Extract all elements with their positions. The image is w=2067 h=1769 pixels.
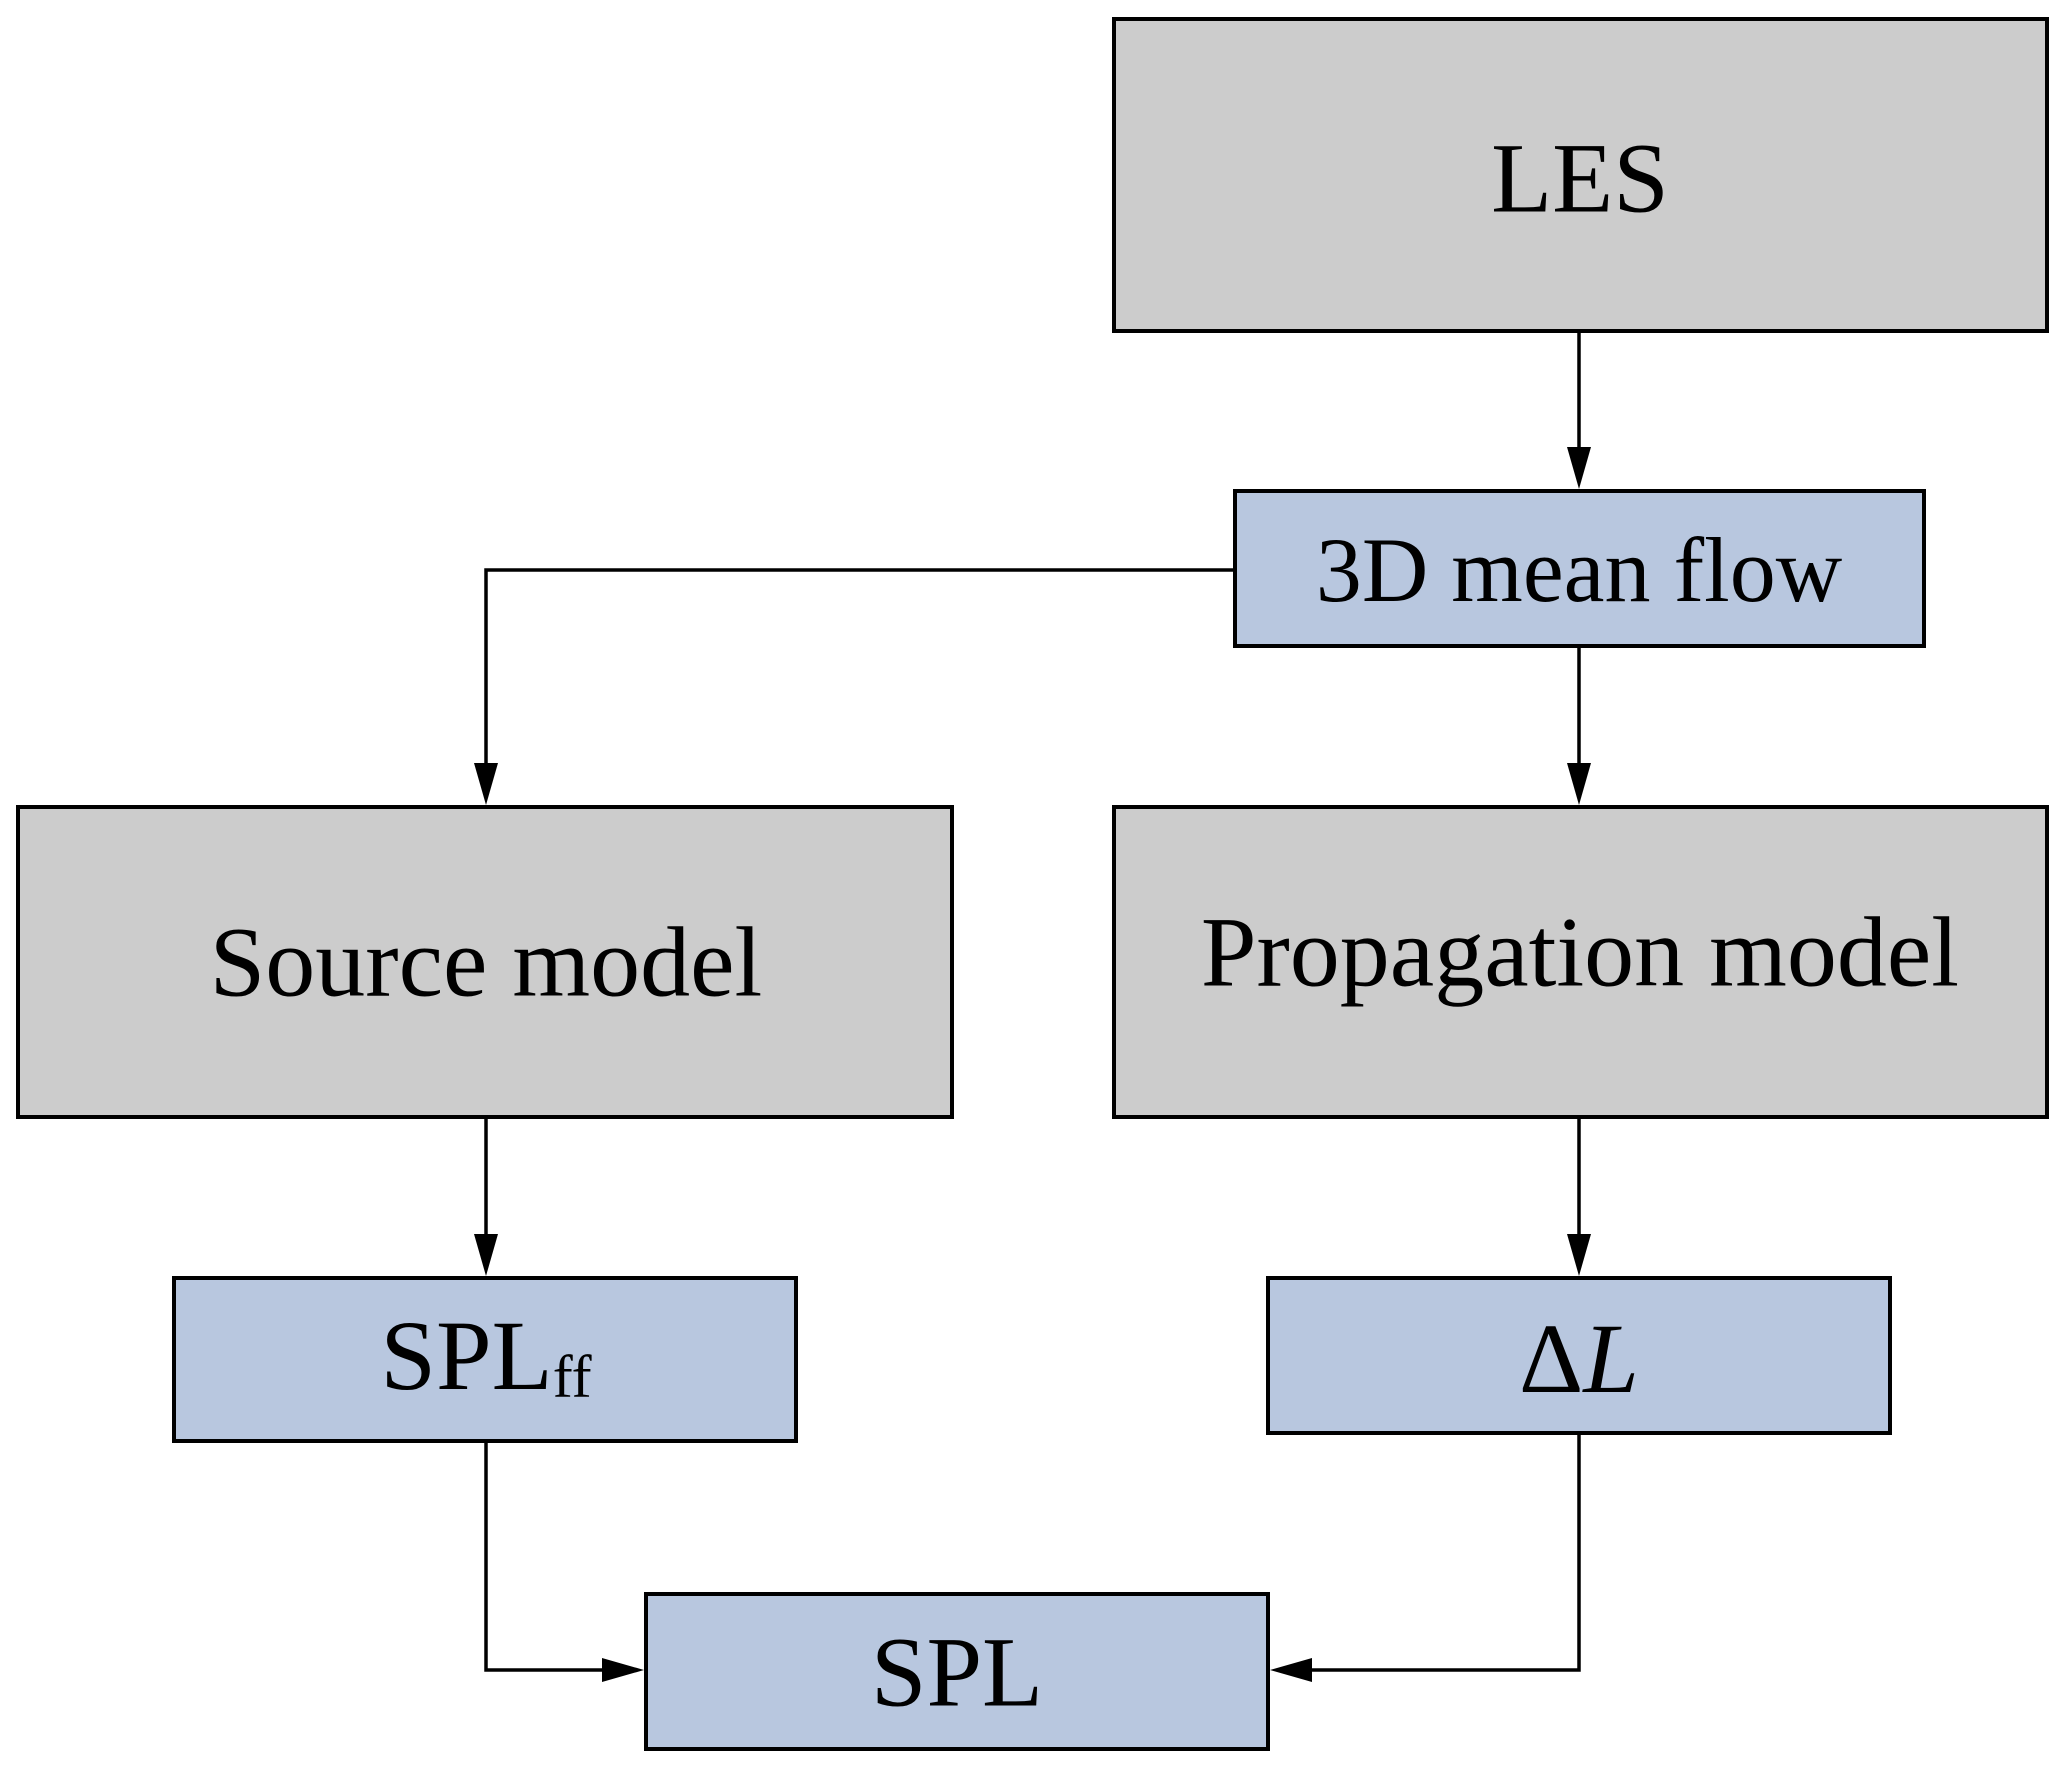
- source-model-label: Source model: [210, 907, 763, 1018]
- mean-flow-box: [1233, 489, 1926, 648]
- spl-ff-subscript: ff: [553, 1344, 592, 1410]
- arrowhead-spl-right: [1270, 1658, 1312, 1682]
- spl-ff-box: [172, 1276, 798, 1443]
- node-spl-ff: SPLff: [172, 1276, 798, 1443]
- node-source-model: Source model: [16, 805, 954, 1119]
- node-delta-l: ΔL: [1266, 1276, 1892, 1435]
- arrowhead-source-model: [474, 763, 498, 805]
- delta-l-variable: L: [1581, 1303, 1639, 1414]
- les-label: LES: [1491, 123, 1669, 234]
- delta-l-box: [1266, 1276, 1892, 1435]
- arrowhead-spl-left: [602, 1658, 644, 1682]
- arrowhead-spl-ff: [474, 1234, 498, 1276]
- node-spl: SPL: [644, 1592, 1270, 1751]
- propagation-model-label: Propagation model: [1201, 897, 1959, 1008]
- les-box: [1112, 17, 2049, 333]
- mean-flow-label: 3D mean flow: [1316, 519, 1843, 621]
- node-propagation-model: Propagation model: [1112, 805, 2049, 1119]
- spl-box: [644, 1592, 1270, 1751]
- arrowhead-mean-flow: [1567, 447, 1591, 489]
- node-les: LES: [1112, 17, 2049, 333]
- arrowhead-propagation-model: [1567, 763, 1591, 805]
- edge-mean-flow-to-source-model: [484, 568, 1235, 786]
- propagation-model-box: [1112, 805, 2049, 1119]
- node-mean-flow: 3D mean flow: [1233, 489, 1926, 648]
- spl-ff-main: SPL: [380, 1300, 552, 1411]
- spl-ff-label: SPLff: [380, 1300, 591, 1411]
- spl-label: SPL: [871, 1617, 1043, 1728]
- connectors: [474, 331, 1591, 1682]
- arrowhead-delta-l: [1567, 1234, 1591, 1276]
- edge-delta-l-to-spl: [1289, 1433, 1581, 1672]
- source-model-box: [16, 805, 954, 1119]
- edge-spl-ff-to-spl: [484, 1441, 625, 1672]
- delta-l-label: ΔL: [1519, 1303, 1639, 1414]
- delta-symbol: Δ: [1519, 1303, 1583, 1414]
